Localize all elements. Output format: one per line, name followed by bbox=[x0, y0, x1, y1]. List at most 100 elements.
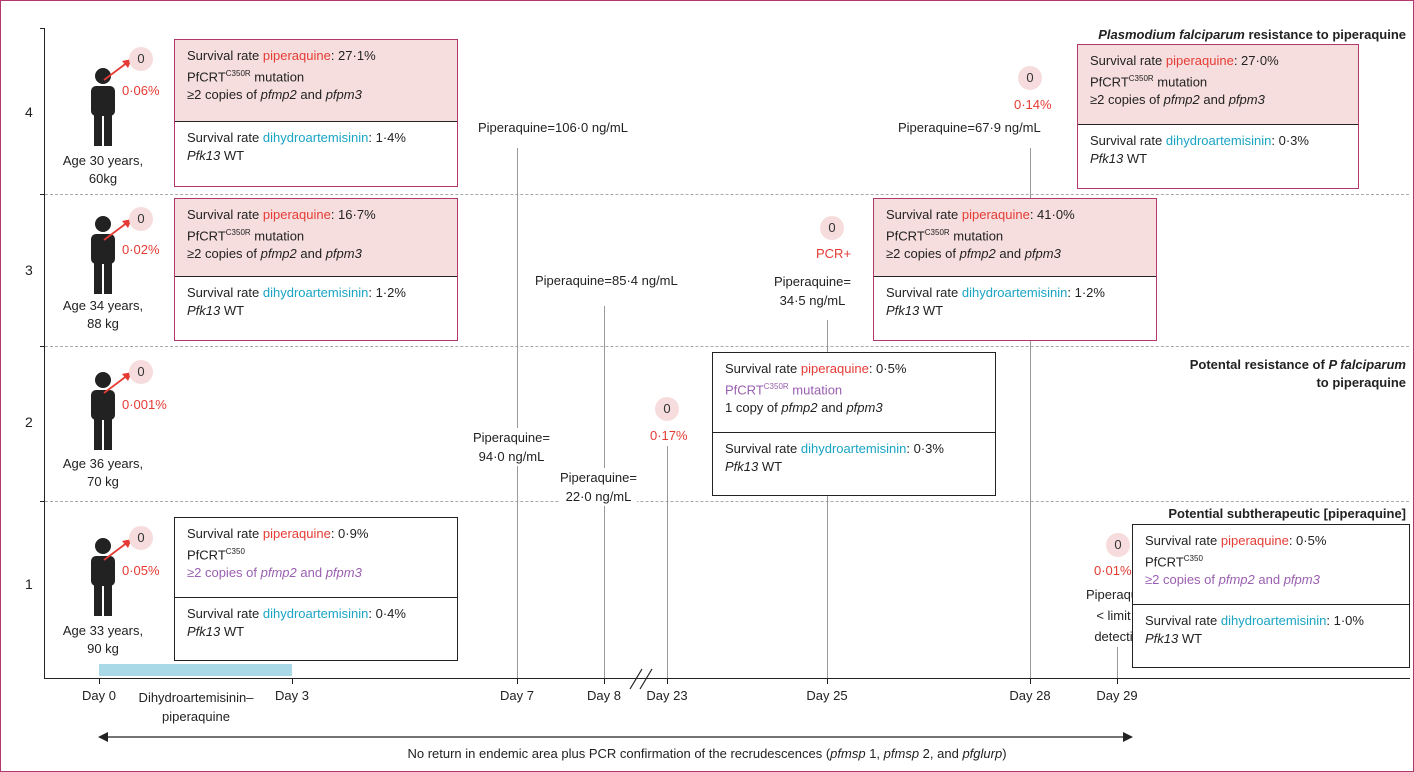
parasitaemia-circle: 0 bbox=[820, 216, 844, 240]
label: WT bbox=[1178, 631, 1203, 646]
label: WT bbox=[758, 459, 783, 474]
gene: pfpm3 bbox=[1283, 572, 1320, 588]
gene: pfmp2 bbox=[260, 246, 297, 262]
concentration-line: Piperaquine= bbox=[774, 274, 851, 289]
label: Survival rate bbox=[187, 606, 263, 621]
row-label-3: 3 bbox=[25, 262, 33, 278]
survival-value: : 0·4% bbox=[368, 606, 406, 621]
drug-piperaquine: piperaquine bbox=[262, 48, 331, 63]
gene: pfpm3 bbox=[325, 246, 362, 262]
concentration-line: Piperaquine= bbox=[473, 430, 550, 445]
concentration-line: 34·5 ng/mL bbox=[779, 293, 846, 308]
day-label: Day 25 bbox=[806, 688, 848, 703]
heading-resistance: Plasmodium falciparum resistance to pipe… bbox=[1000, 26, 1406, 44]
drug-piperaquine: piperaquine bbox=[1220, 533, 1289, 548]
label: and bbox=[296, 246, 326, 262]
label: ≥2 copies of bbox=[187, 87, 261, 103]
label: Survival rate bbox=[187, 48, 263, 63]
age-text: Age 30 years, bbox=[62, 153, 144, 168]
parasitaemia-circle: 0 bbox=[129, 526, 153, 550]
survival-box: Survival rate piperaquine: 27·0% PfCRTC3… bbox=[1077, 44, 1359, 189]
drug-dha: dihydroartemisinin bbox=[1165, 133, 1272, 148]
drug-dha: dihydroartemisinin bbox=[961, 285, 1068, 300]
footnote-text: 1, bbox=[865, 746, 884, 761]
label: Survival rate bbox=[1145, 613, 1221, 628]
day-tick bbox=[604, 678, 605, 684]
survival-box: Survival rate piperaquine: 0·5% PfCRTC35… bbox=[1132, 524, 1410, 668]
parasitaemia-value: 0·17% bbox=[650, 428, 688, 443]
day-tick bbox=[292, 678, 293, 684]
day-label: Day 28 bbox=[1009, 688, 1051, 703]
parasitaemia-circle: 0 bbox=[129, 47, 153, 71]
label: ≥2 copies of bbox=[1090, 92, 1164, 108]
label: and bbox=[1199, 92, 1229, 108]
gene: pfmp2 bbox=[1163, 92, 1200, 108]
label: WT bbox=[220, 148, 245, 163]
dha-section: Survival rate dihydroartemisinin: 1·2% P… bbox=[874, 276, 1156, 326]
survival-value: : 16·7% bbox=[330, 207, 376, 222]
label: Survival rate bbox=[187, 285, 263, 300]
day-label: Day 3 bbox=[275, 688, 309, 703]
label: ≥2 copies of bbox=[886, 246, 960, 262]
patient-age: Age 34 years,88 kg bbox=[48, 297, 158, 333]
row-label-4: 4 bbox=[25, 104, 33, 120]
label: Survival rate bbox=[886, 207, 962, 222]
drug-piperaquine: piperaquine bbox=[800, 361, 869, 376]
label: Survival rate bbox=[187, 207, 263, 222]
concentration-label: Piperaquine=106·0 ng/mL bbox=[478, 118, 628, 137]
gene: PfCRT bbox=[725, 382, 764, 398]
species-name: P falciparum bbox=[1328, 357, 1406, 372]
heading-text: resistance to piperaquine bbox=[1248, 27, 1407, 42]
survival-value: : 0·3% bbox=[1271, 133, 1309, 148]
y-tick bbox=[40, 194, 45, 195]
parasitaemia-circle: 0 bbox=[129, 360, 153, 384]
patient-age: Age 36 years,70 kg bbox=[48, 455, 158, 491]
mutation-code: C350 bbox=[225, 547, 245, 556]
gene: Pfk13 bbox=[886, 303, 920, 318]
label: Survival rate bbox=[886, 285, 962, 300]
gene: Pfk13 bbox=[187, 624, 221, 639]
concentration-label: Piperaquine= 34·5 ng/mL bbox=[774, 272, 851, 310]
piperaquine-section: Survival rate piperaquine: 16·7% PfCRTC3… bbox=[175, 199, 457, 276]
dha-section: Survival rate dihydroartemisinin: 1·0% P… bbox=[1133, 604, 1409, 654]
drug-dha: dihydroartemisinin bbox=[1220, 613, 1327, 628]
piperaquine-section: Survival rate piperaquine: 27·0% PfCRTC3… bbox=[1078, 45, 1358, 124]
label: WT bbox=[220, 303, 245, 318]
label: ≥2 copies of bbox=[1145, 572, 1219, 588]
label: Survival rate bbox=[187, 526, 263, 541]
y-tick bbox=[40, 346, 45, 347]
row-divider bbox=[45, 194, 1409, 195]
gene: Pfk13 bbox=[1145, 631, 1179, 646]
parasitaemia-circle: 0 bbox=[1018, 66, 1042, 90]
gene: pfpm3 bbox=[1024, 246, 1061, 262]
drug-piperaquine: piperaquine bbox=[262, 526, 331, 541]
gene: pfmp2 bbox=[260, 565, 297, 581]
concentration-line: 94·0 ng/mL bbox=[478, 449, 545, 464]
footnote-text: ) bbox=[1002, 746, 1007, 761]
label: WT bbox=[1123, 151, 1148, 166]
gene: pfpm3 bbox=[325, 87, 362, 103]
label: and bbox=[817, 400, 847, 416]
label: mutation bbox=[1157, 74, 1208, 90]
parasitaemia-circle: 0 bbox=[1106, 533, 1130, 557]
weight-text: 90 kg bbox=[87, 641, 119, 656]
person-icon bbox=[91, 372, 115, 450]
survival-box: Survival rate piperaquine: 0·5% PfCRTC35… bbox=[712, 352, 996, 496]
patient-age: Age 33 years,90 kg bbox=[48, 622, 158, 658]
gene: PfCRT bbox=[1090, 74, 1129, 90]
label: Survival rate bbox=[725, 361, 801, 376]
gene: pfmp2 bbox=[1218, 572, 1255, 588]
survival-value: : 0·9% bbox=[330, 526, 369, 541]
concentration-line: 22·0 ng/mL bbox=[565, 489, 632, 504]
day-tick bbox=[1117, 678, 1118, 684]
mutation-code: C350R bbox=[225, 69, 251, 78]
drug-piperaquine: piperaquine bbox=[1165, 53, 1234, 68]
label: mutation bbox=[254, 228, 305, 244]
drug-piperaquine: piperaquine bbox=[961, 207, 1030, 222]
piperaquine-section: Survival rate piperaquine: 0·9% PfCRTC35… bbox=[175, 518, 457, 597]
concentration-line: Piperaquine= bbox=[560, 470, 637, 485]
survival-value: : 1·2% bbox=[368, 285, 406, 300]
age-text: Age 34 years, bbox=[62, 298, 144, 313]
label: WT bbox=[220, 624, 245, 639]
piperaquine-section: Survival rate piperaquine: 0·5% PfCRTC35… bbox=[1133, 525, 1409, 604]
